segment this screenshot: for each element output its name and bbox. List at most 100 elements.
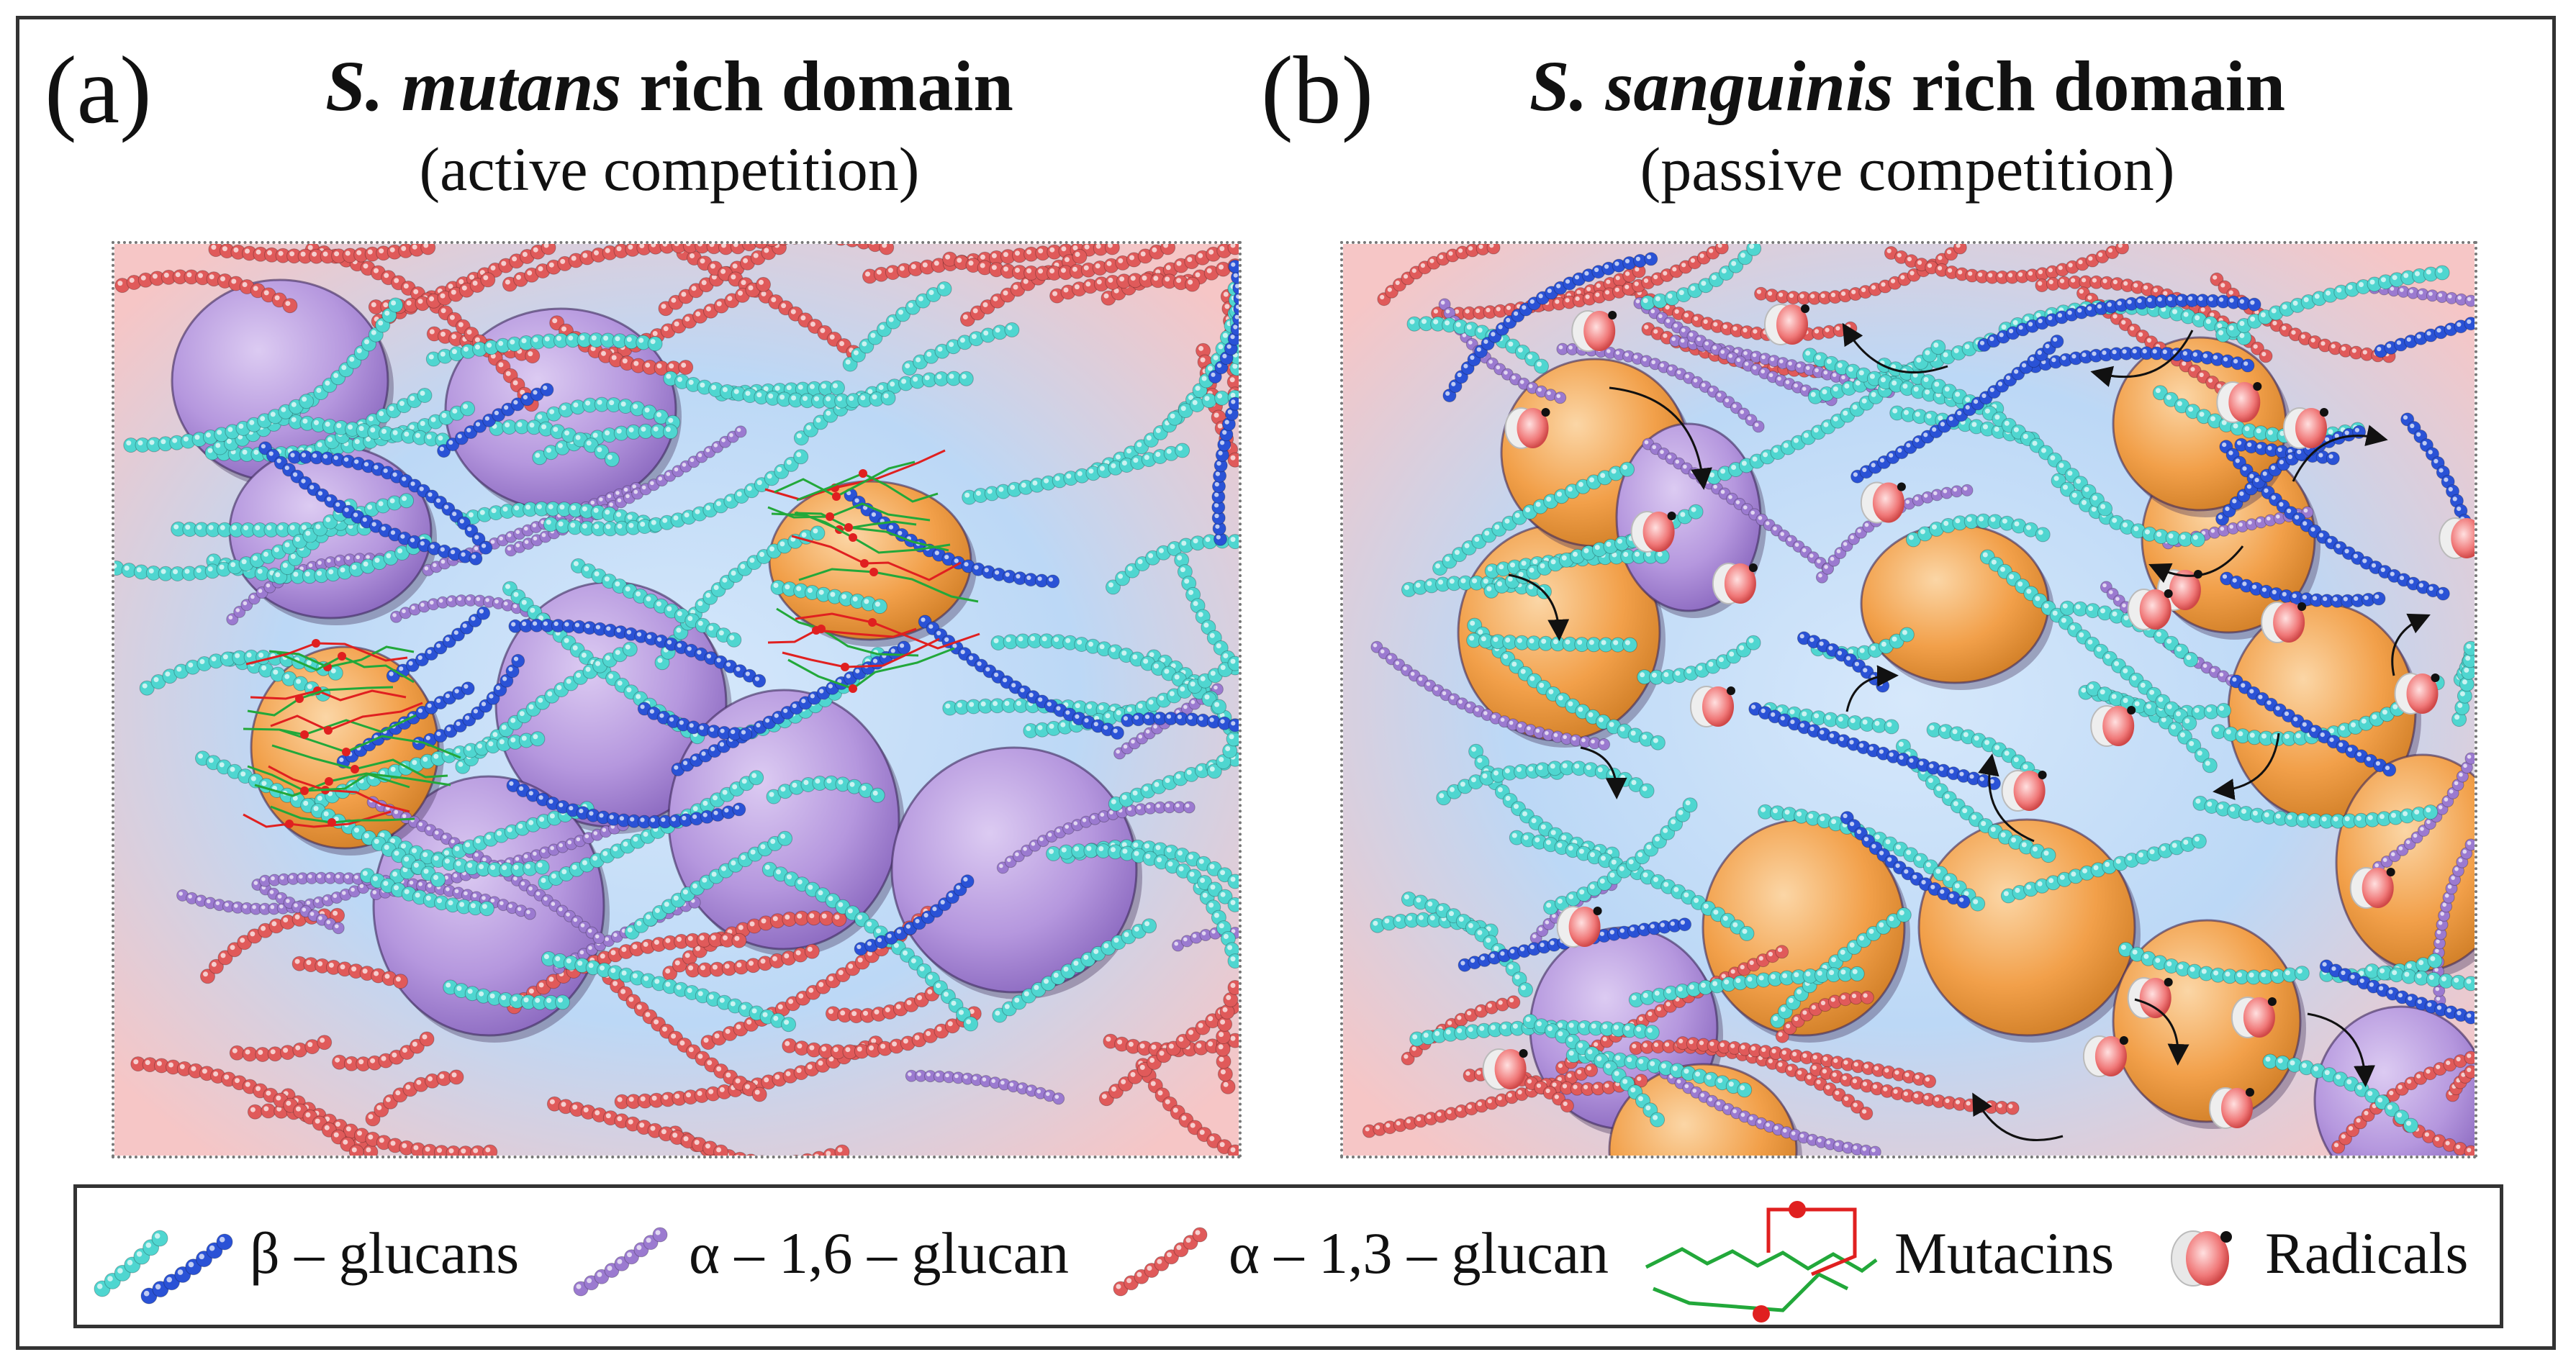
mutacin-strand <box>270 805 415 824</box>
beta-chain <box>2364 963 2475 992</box>
alpha13-chain <box>2446 1065 2475 1102</box>
alpha13-chain <box>1532 244 1729 313</box>
radical <box>1764 304 1809 345</box>
mutacin-strand <box>794 512 949 552</box>
panel-b-title-species: S. sanguinis <box>1529 46 1894 126</box>
mutacin-strand <box>798 568 979 603</box>
diffusion-arrow <box>2391 613 2431 676</box>
beta-chain <box>902 322 1020 376</box>
alpha13-chain <box>502 244 733 292</box>
alpha13-chain <box>1809 1063 2020 1115</box>
diffusion-arrow <box>1842 322 1948 374</box>
beta-chain <box>541 951 797 1033</box>
alpha16-glucan-chain <box>573 1227 668 1297</box>
panel-b-biofilm-svg <box>1343 244 2475 1156</box>
beta-chain <box>489 419 620 467</box>
beta-chain <box>1543 797 1698 915</box>
mutacin-node <box>342 748 351 756</box>
mutacin-node <box>338 652 346 661</box>
beta-chain <box>376 830 550 878</box>
alpha13-chain <box>685 943 820 978</box>
alpha13-chain <box>292 956 408 989</box>
mutacin-node <box>295 694 304 703</box>
beta-dark-chain <box>1748 702 2001 791</box>
radical <box>1690 686 1735 727</box>
mutacin-strand <box>787 647 955 690</box>
mutacin-strand <box>767 502 931 522</box>
beta-chain <box>570 558 742 648</box>
beta-chain <box>2451 640 2475 727</box>
alpha13-chain <box>614 1035 884 1110</box>
beta-chain <box>624 830 793 940</box>
beta-chain <box>1046 843 1239 912</box>
mutacin-node <box>849 533 857 542</box>
beta-dark-chain <box>1442 252 1658 403</box>
beta-chain <box>1174 552 1239 676</box>
diffusion-arrow <box>1508 573 1570 641</box>
alpha16-chain <box>1633 296 1838 407</box>
alpha16-chain <box>2432 838 2475 1007</box>
beta-dark-chain <box>2229 674 2397 777</box>
mutacin-strand <box>795 612 980 650</box>
beta-chain <box>1406 316 1549 374</box>
beta-chain <box>2192 795 2439 829</box>
beta-chain <box>1409 1020 1660 1047</box>
beta-glucan-dark-chain <box>140 1233 233 1305</box>
panel-b-letter: (b) <box>1261 37 1374 143</box>
radical <box>1630 511 1676 553</box>
panel-a-letter: (a) <box>45 37 152 143</box>
beta-chain <box>532 423 678 466</box>
radical <box>2216 381 2262 423</box>
alpha13-chain <box>1775 990 1874 1043</box>
mutacin-strand <box>245 642 408 666</box>
beta-dark-chain <box>2219 440 2450 601</box>
radical-icon <box>2171 1230 2232 1287</box>
alpha13-chain <box>1135 1058 1239 1156</box>
beta-dark-chain <box>637 702 753 741</box>
radical <box>2261 602 2307 643</box>
mutacin-strand <box>279 728 461 759</box>
alpha13-chain <box>942 244 1176 281</box>
alpha16-chain <box>996 801 1196 874</box>
beta-chain <box>1640 244 1762 311</box>
beta-dark-chain <box>1211 396 1239 546</box>
alpha16-chain <box>2372 752 2475 874</box>
panel-b-subtitle: (passive competition) <box>1640 135 2175 204</box>
alpha13-chain <box>1215 980 1239 1094</box>
panel-a-title-species: S. mutans <box>325 46 622 126</box>
mutacin-strand <box>243 810 392 828</box>
beta-dark-chain <box>437 383 554 458</box>
radical <box>1482 1048 1528 1090</box>
radical <box>2082 1035 2128 1077</box>
alpha13-chain <box>114 269 298 314</box>
panel-a-biofilm-svg <box>114 244 1239 1156</box>
alpha13-chain <box>602 970 767 1102</box>
mutacin-node <box>300 730 309 739</box>
mutacin-node <box>812 626 821 635</box>
beta-dark-chain <box>287 450 493 555</box>
radical <box>1556 906 1602 948</box>
beta-chain <box>359 868 494 917</box>
alpha13-chain <box>1884 244 2129 284</box>
mutacin-node <box>832 492 841 501</box>
beta-chain <box>842 281 952 372</box>
mutacin-node <box>868 618 877 627</box>
mutacin-strand <box>250 689 407 702</box>
panel-a-illustration <box>112 241 1242 1158</box>
alpha13-chain <box>365 1069 464 1127</box>
beta-chain <box>425 332 663 367</box>
alpha13-chain <box>1676 1036 1937 1089</box>
diffusion-arrow <box>1580 746 1627 799</box>
mutacin-strand <box>771 512 917 531</box>
beta-chain <box>455 641 638 774</box>
alpha13-glucan-chain <box>1113 1227 1208 1297</box>
beta-chain <box>1483 532 1641 599</box>
mutacin-strand <box>247 686 394 717</box>
mutacin-node <box>324 726 333 735</box>
beta-dark-chain <box>2319 959 2475 1025</box>
mutacin-node <box>351 765 359 774</box>
beta-chain <box>1535 760 1655 799</box>
mutacin-strand <box>782 638 940 668</box>
beta-chain <box>761 861 979 1032</box>
alpha13-chain <box>606 276 771 362</box>
